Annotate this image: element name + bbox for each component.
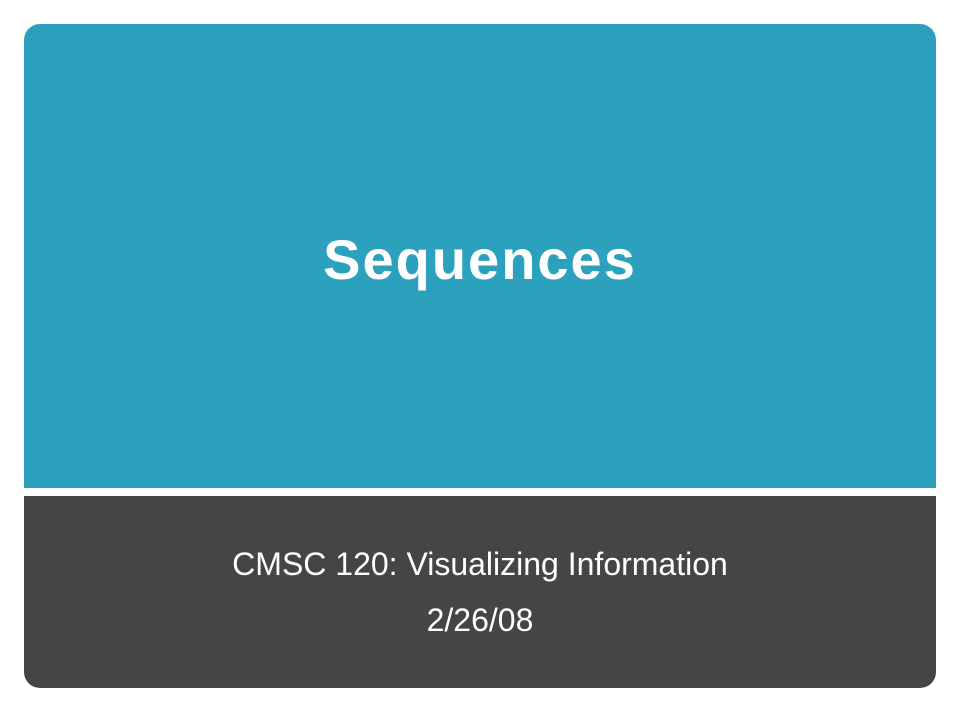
panel-divider xyxy=(24,488,936,496)
slide-title: Sequences xyxy=(323,227,637,291)
title-panel: Sequences xyxy=(24,24,936,488)
subtitle-panel: CMSC 120: Visualizing Information 2/26/0… xyxy=(24,496,936,688)
slide-date: 2/26/08 xyxy=(426,602,534,638)
course-subtitle: CMSC 120: Visualizing Information xyxy=(232,546,728,582)
